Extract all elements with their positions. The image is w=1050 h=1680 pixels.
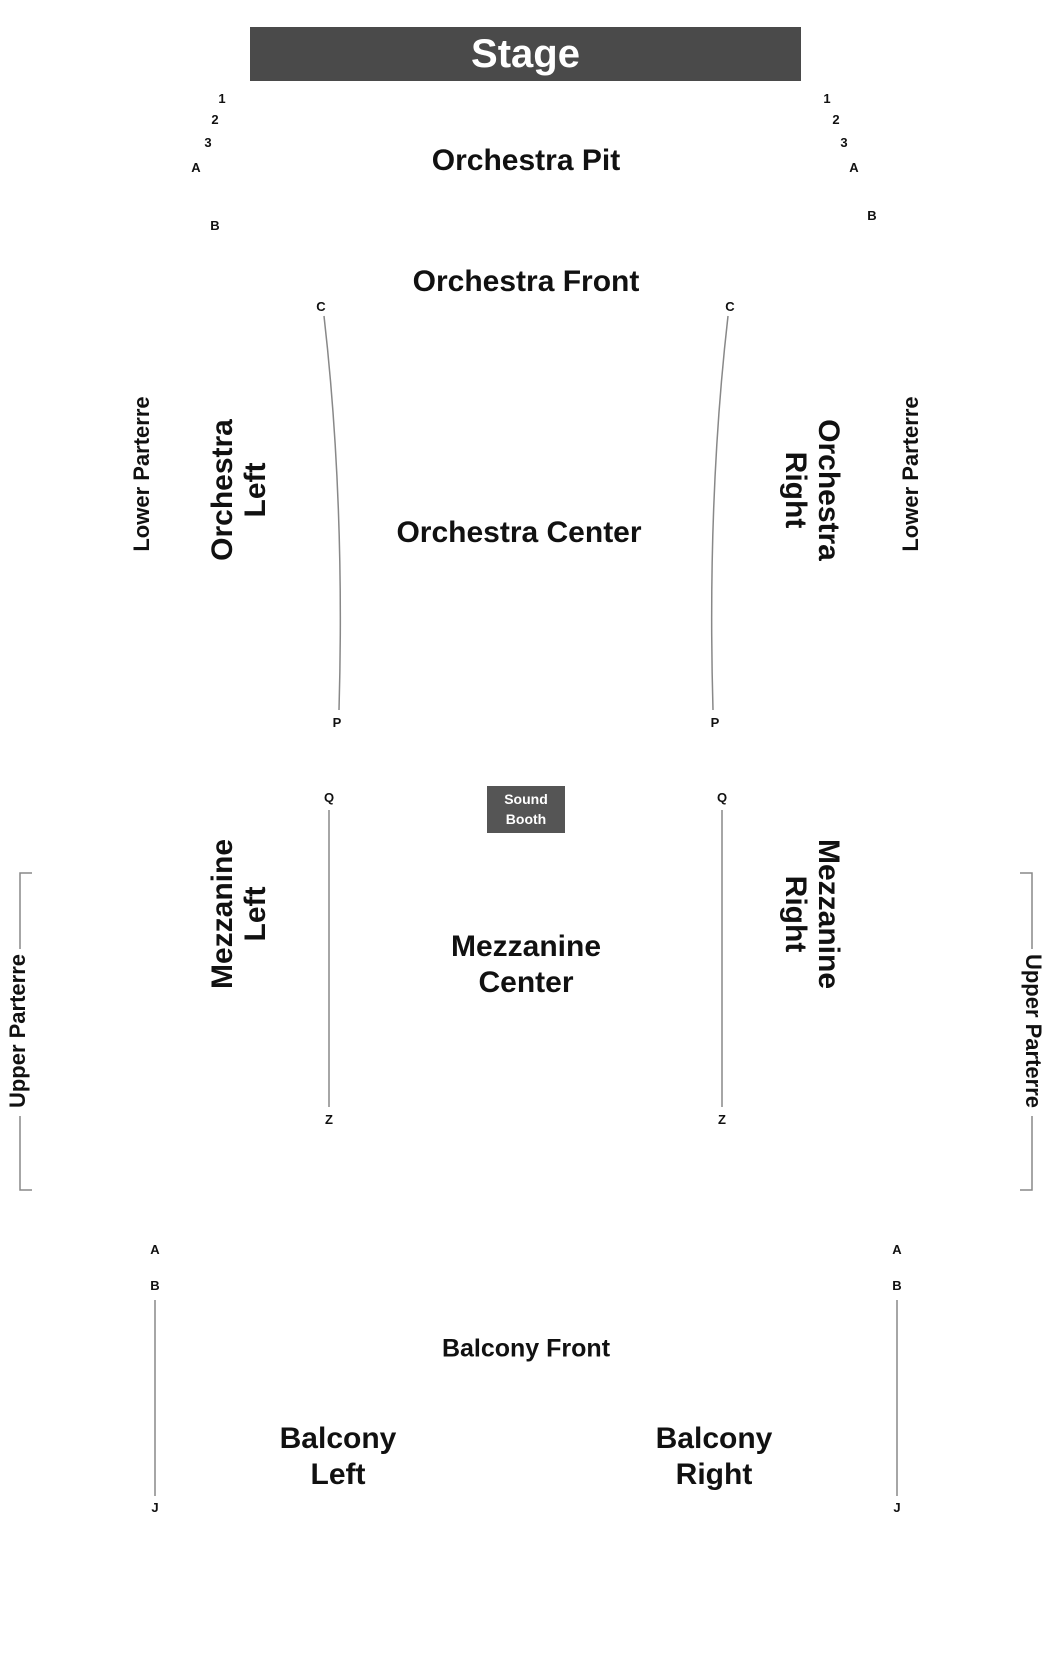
section-upper-parterre-left[interactable]: Upper Parterre	[4, 953, 30, 1109]
upper-parterre-left-bracket	[19, 872, 32, 1191]
section-mezzanine-right[interactable]: Mezzanine Right	[779, 838, 845, 990]
row-label: B	[150, 1278, 160, 1293]
row-label: A	[849, 160, 859, 175]
section-balcony-front[interactable]: Balcony Front	[441, 1334, 611, 1363]
section-orchestra-pit[interactable]: Orchestra Pit	[431, 144, 621, 177]
row-label: 3	[840, 135, 848, 150]
row-label: J	[151, 1500, 159, 1515]
row-label: C	[725, 299, 735, 314]
section-balcony-left[interactable]: Balcony Left	[279, 1422, 397, 1491]
section-lower-parterre-left[interactable]: Lower Parterre	[128, 396, 154, 552]
row-label: J	[893, 1500, 901, 1515]
section-mezzanine-left[interactable]: Mezzanine Left	[206, 838, 272, 990]
row-label: A	[150, 1242, 160, 1257]
row-label: 2	[211, 112, 219, 127]
section-mezzanine-center[interactable]: Mezzanine Center	[450, 930, 602, 999]
section-orchestra-center[interactable]: Orchestra Center	[396, 516, 642, 549]
row-label: A	[191, 160, 201, 175]
row-label: A	[892, 1242, 902, 1257]
stage: Stage	[250, 27, 801, 81]
section-balcony-right[interactable]: Balcony Right	[655, 1422, 773, 1491]
sound-booth: Sound Booth	[487, 786, 565, 833]
upper-parterre-right-bracket	[1020, 872, 1033, 1191]
section-orchestra-left[interactable]: Orchestra Left	[206, 419, 272, 561]
row-label: Z	[325, 1112, 333, 1127]
row-label: 2	[832, 112, 840, 127]
row-label: Q	[716, 790, 728, 805]
row-label: B	[867, 208, 877, 223]
row-label: C	[316, 299, 326, 314]
row-label: 3	[204, 135, 212, 150]
row-label: P	[710, 715, 720, 730]
row-label: 1	[218, 91, 226, 106]
orchestra-left-row-line	[323, 315, 342, 711]
row-label: Z	[718, 1112, 726, 1127]
section-lower-parterre-right[interactable]: Lower Parterre	[897, 396, 923, 552]
row-label: P	[332, 715, 342, 730]
section-orchestra-front[interactable]: Orchestra Front	[412, 265, 640, 298]
row-label: 1	[823, 91, 831, 106]
row-label: B	[210, 218, 220, 233]
orchestra-right-row-line	[710, 315, 729, 711]
section-upper-parterre-right[interactable]: Upper Parterre	[1021, 953, 1047, 1109]
row-label: B	[892, 1278, 902, 1293]
row-label: Q	[323, 790, 335, 805]
section-orchestra-right[interactable]: Orchestra Right	[779, 419, 845, 561]
